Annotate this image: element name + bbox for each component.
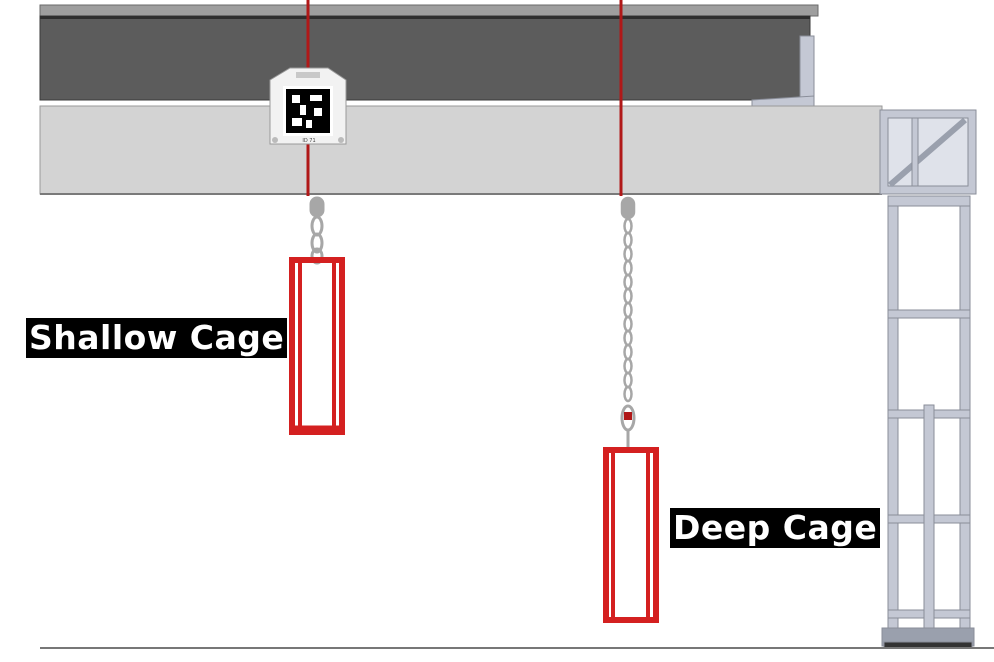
deep-cage-label: Deep Cage	[670, 508, 881, 548]
deep-chain	[620, 196, 636, 450]
marker-caption: ID 71	[302, 138, 316, 144]
upper-beam	[39, 15, 811, 101]
deep-cage	[603, 447, 659, 623]
lower-beam	[39, 105, 883, 195]
top-rail	[39, 4, 819, 17]
shallow-cage	[289, 257, 345, 435]
fiducial-marker-icon	[269, 67, 347, 145]
mount-bracket	[751, 35, 815, 109]
truss-tower-icon	[879, 109, 977, 649]
shallow-cage-label: Shallow Cage	[26, 318, 288, 358]
shallow-chain	[309, 196, 325, 265]
